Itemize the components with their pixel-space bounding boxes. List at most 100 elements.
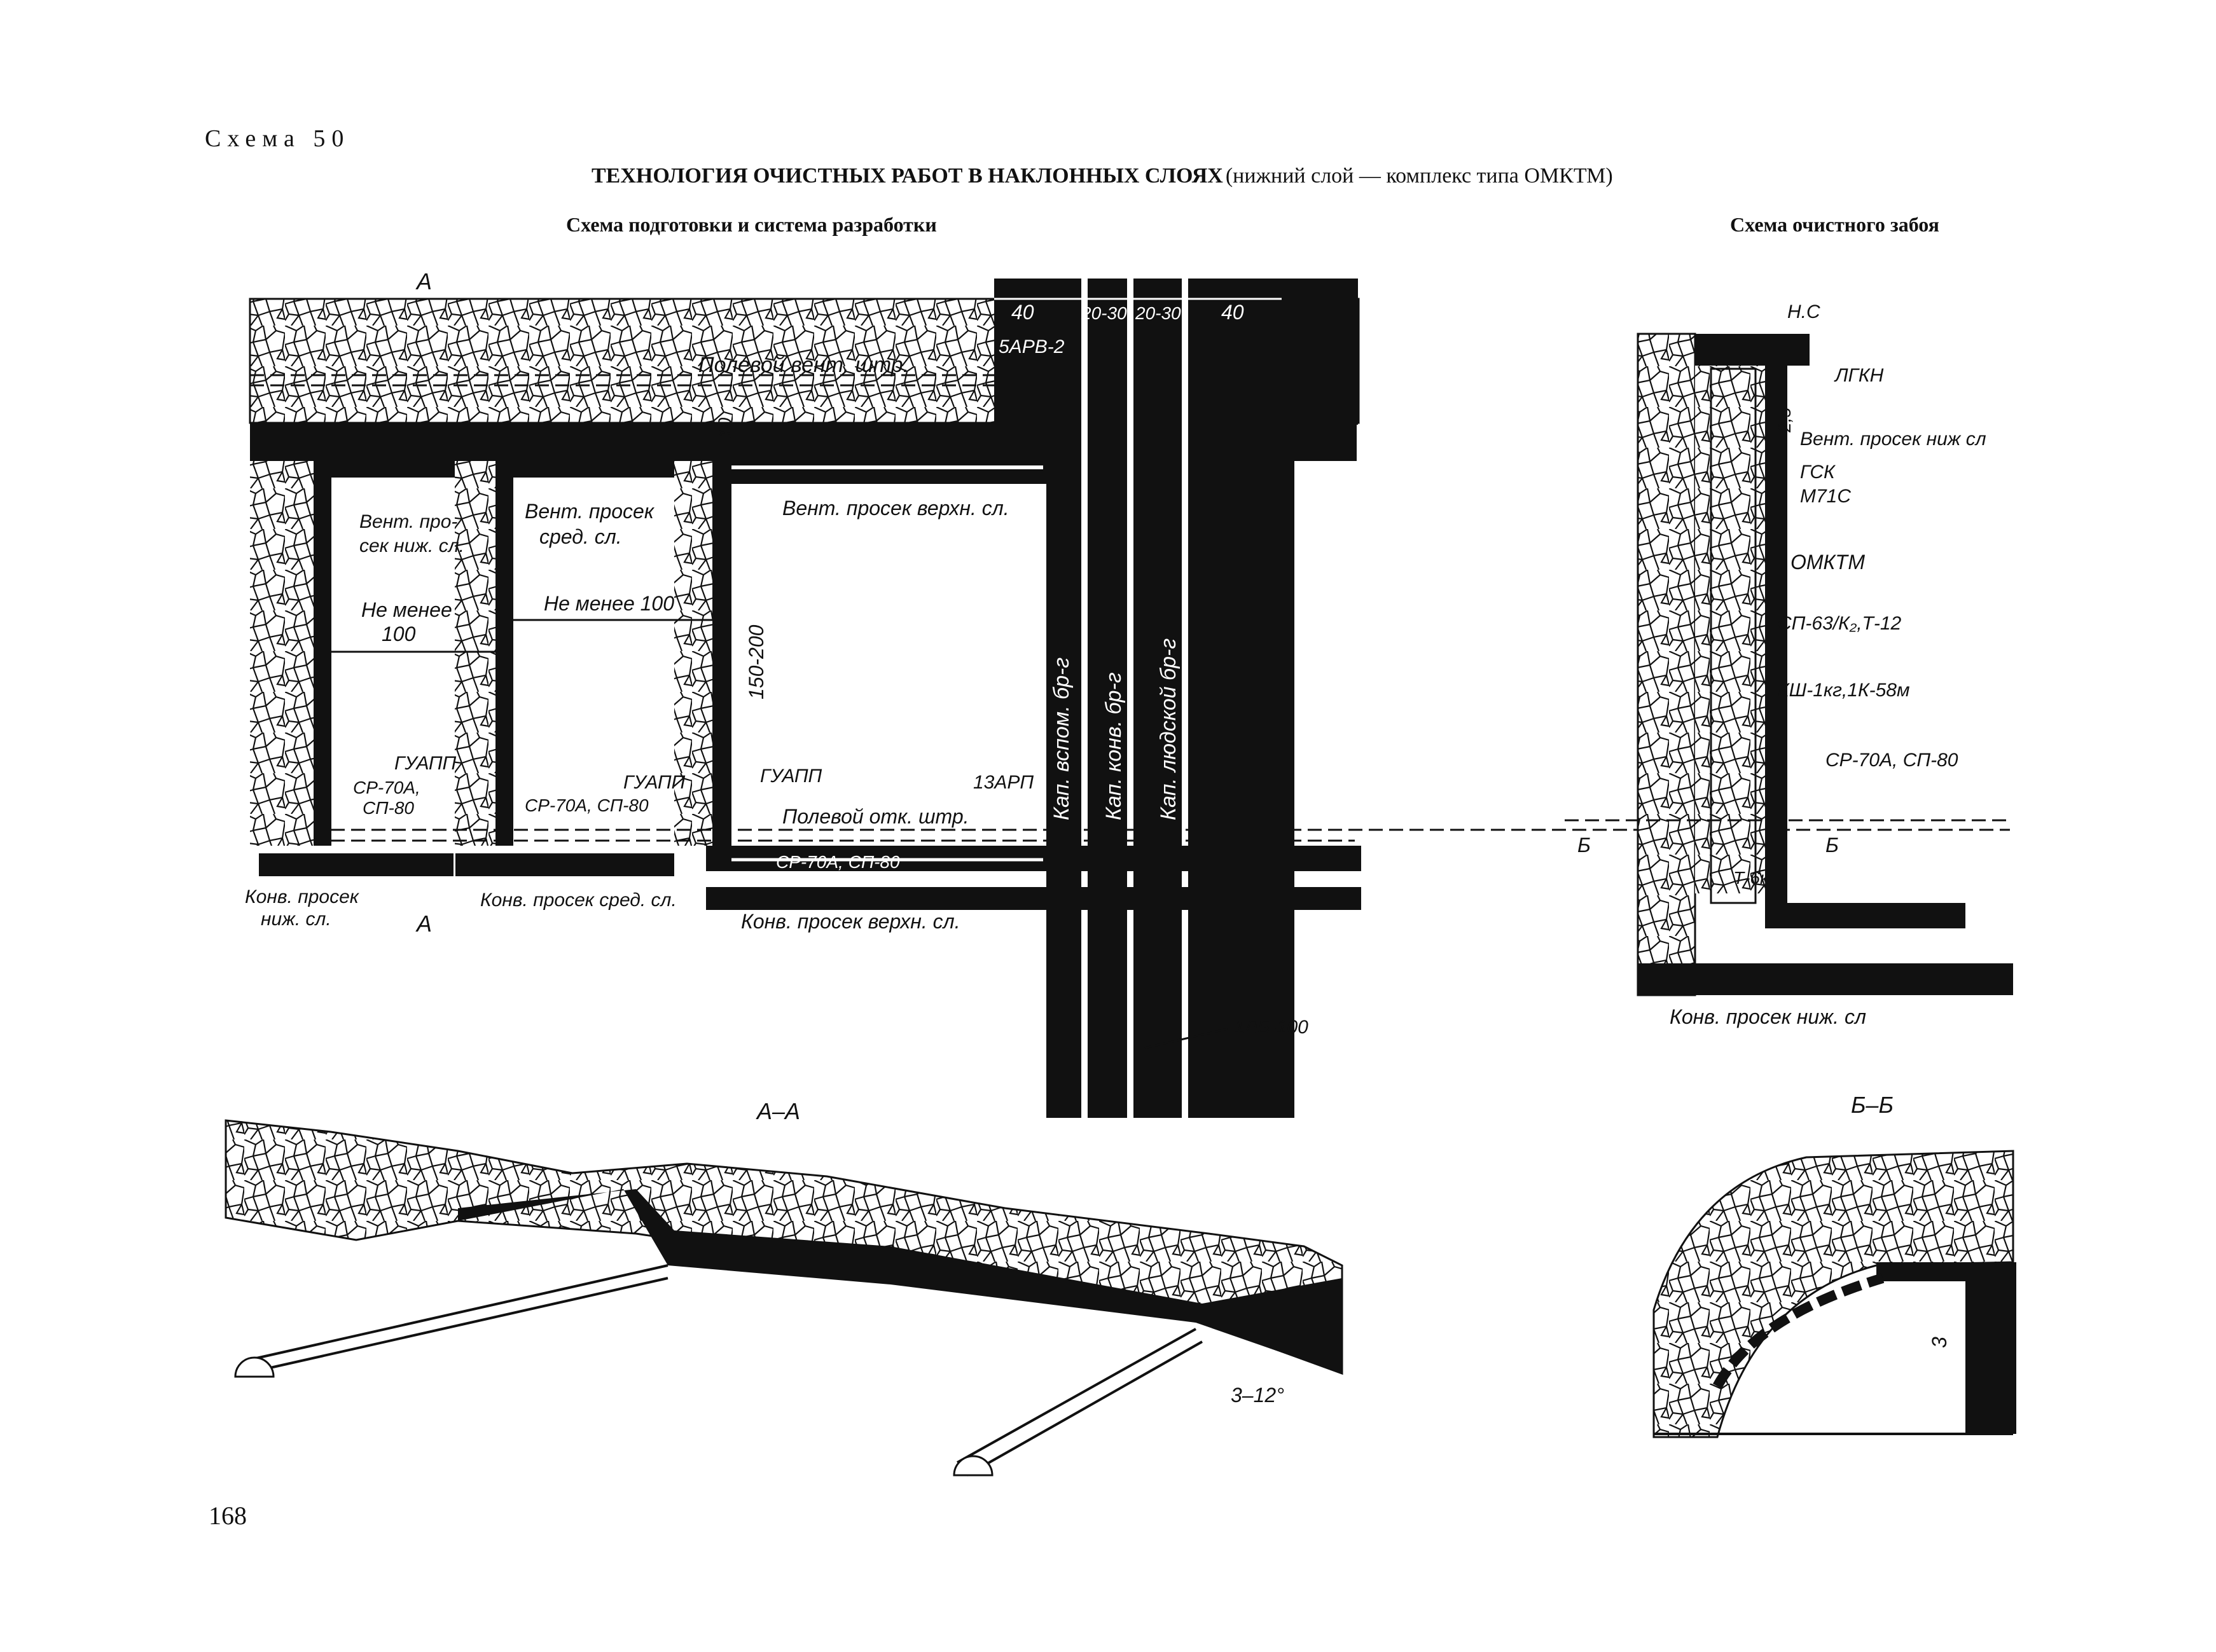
page-title-bold: ТЕХНОЛОГИЯ ОЧИСТНЫХ РАБОТ В НАКЛОННЫХ СЛ… [592, 164, 1223, 188]
section-aa: А–А 3–12° [225, 1098, 1343, 1476]
top-dimensions: 40 20-30 20-30 40 5АРВ-2 [994, 298, 1282, 357]
vent-lower-label-1: Вент. про- [359, 511, 457, 532]
rock-pillar-3 [674, 423, 712, 846]
field-haul-drift-label: Полевой отк. штр. [782, 805, 969, 828]
lb-label: 1ЛБ-100 [1234, 1017, 1308, 1038]
face-ksh: КШ-1кг,1К-58м [1778, 680, 1910, 701]
panel-3-top [712, 461, 1046, 484]
section-bb: Б–Б 3 [1652, 1092, 2016, 1438]
conv-lower-label-1: Конв. просек [245, 886, 360, 907]
rock-pillar-2 [455, 423, 495, 846]
vent-lower-label-2: сек ниж. сл. [359, 535, 464, 556]
dim-40-left: 40 [1011, 301, 1034, 324]
section-bb-roof [1876, 1262, 2016, 1281]
conv-drift-mid [455, 853, 674, 876]
sr-label-a-2: СП-80 [363, 798, 414, 818]
face-lgkn: ЛГКН [1834, 365, 1884, 386]
panel-1-area [331, 478, 455, 834]
face-vent-lower: Вент. просек ниж сл [1800, 429, 1986, 450]
face-conv-label: Конв. просек ниж. сл [1670, 1005, 1866, 1028]
section-aa-incline-3 [957, 1328, 1196, 1464]
lower-divider-2 [1127, 890, 1133, 1118]
face-support-column [1710, 368, 1757, 904]
face-sp63: СП-63/К₂,Т-12 [1778, 613, 1902, 634]
dim-20-30-b: 20-30 [1135, 303, 1181, 323]
section-bb-height: 3 [1928, 1337, 1951, 1348]
face-floor-band [1765, 903, 1965, 928]
vent-mid-label-1: Вент. просек [525, 500, 655, 523]
vent-upper-label: Вент. просек верхн. сл. [782, 497, 1009, 520]
arp-label: 13АРП [973, 772, 1034, 793]
section-aa-drift-1 [234, 1356, 275, 1378]
not-less-b: Не менее 100 [544, 592, 674, 615]
conv-lower-label-2: ниж. сл. [261, 909, 331, 930]
not-less-a-2: 100 [382, 623, 416, 645]
section-aa-incline-4 [966, 1340, 1203, 1476]
bremsberg-people-label: Кап. людской бр-г [1156, 638, 1181, 820]
face-coal-seam [1765, 366, 1787, 925]
scheme-label: Схема 50 [205, 125, 350, 152]
face-gsk: ГСК [1800, 462, 1836, 483]
face-dim-25: 2,5 [1775, 408, 1794, 433]
lower-divider-3 [1182, 890, 1188, 1118]
conv-drift-lower [259, 853, 454, 876]
arv-label: 5АРВ-2 [999, 336, 1065, 357]
conv-mid-label: Конв. просек сред. сл. [480, 890, 677, 911]
panel-2-wall [495, 461, 513, 846]
left-subtitle: Схема подготовки и система разработки [566, 213, 937, 236]
vent-mid-label-2: сред. сл. [539, 525, 622, 548]
plan-view: 40 20-30 20-30 40 5АРВ-2 10 150-200 Поле… [245, 268, 2010, 1118]
face-nc: Н.С [1787, 301, 1820, 322]
dim-150-200: 150-200 [745, 624, 768, 699]
face-omktm: ОМКТМ [1790, 551, 1865, 574]
bremsberg-divider-3 [1182, 279, 1188, 1118]
dim-40-right: 40 [1221, 301, 1244, 324]
section-aa-seam [458, 1189, 1342, 1373]
dim-20-30-a: 20-30 [1081, 303, 1127, 323]
section-aa-incline-2 [244, 1277, 668, 1375]
panel-1-top [314, 461, 455, 478]
haul-drift-band [706, 887, 1361, 910]
face-goaf [1695, 366, 1765, 893]
field-vent-drift-label: Полевой вент. штр. [698, 353, 909, 377]
section-aa-drift-2 [953, 1455, 994, 1476]
rock-pillar-1 [250, 423, 314, 846]
section-aa-angle: 3–12° [1231, 1384, 1284, 1407]
conv-upper-label: Конв. просек верхн. сл. [741, 910, 960, 933]
right-subtitle: Схема очистного забоя [1730, 213, 1939, 236]
face-sr70: СР-70А, СП-80 [1825, 750, 1958, 771]
panel-3-area [731, 484, 1046, 834]
sr-label-b: СР-70А, СП-80 [525, 795, 649, 815]
face-bottom-band [1638, 963, 2013, 995]
bremsberg-divider-1 [1081, 279, 1088, 1118]
section-a-bottom: А [415, 911, 432, 937]
face-t6k: Т-6к [1733, 868, 1769, 888]
main-shaft-top [994, 279, 1051, 425]
section-bb-wall [1965, 1262, 2016, 1434]
face-b-left: Б [1577, 834, 1591, 857]
section-bb-title: Б–Б [1851, 1092, 1894, 1118]
dim-10: 10 [715, 417, 736, 439]
guapp-label-a: ГУАПП [394, 753, 457, 774]
sr-label-c: СР-70А, СП-80 [776, 852, 900, 872]
sr-label-a-1: СР-70А, [353, 778, 420, 797]
bremsberg-conv-label: Кап. конв. бр-г [1102, 672, 1126, 820]
bremsberg-aux-label: Кап. вспом. бр-г [1049, 657, 1074, 820]
lb-leader [1144, 1028, 1228, 1049]
guapp-label-b: ГУАПП [623, 772, 686, 793]
section-aa-incline-1 [244, 1264, 668, 1362]
section-a-top: А [415, 268, 432, 294]
section-aa-title: А–А [756, 1098, 800, 1124]
face-b-right: Б [1825, 834, 1839, 857]
panel-2-area [513, 478, 674, 834]
not-less-a-1: Не менее [361, 598, 452, 621]
page-title-rest: (нижний слой — комплекс типа ОМКТМ) [1225, 164, 1613, 188]
bremsberg-divider-2 [1127, 279, 1133, 1118]
face-scheme: Н.С ЛГКН 2,5 Вент. просек ниж сл ГСК М71… [1565, 301, 2013, 1028]
face-rock-left [1637, 333, 1696, 996]
section-bb-canopy [1712, 1273, 1885, 1389]
panel-1-wall [314, 461, 331, 846]
lower-divider-1 [1081, 890, 1088, 1118]
face-m71c: М71С [1800, 486, 1851, 507]
